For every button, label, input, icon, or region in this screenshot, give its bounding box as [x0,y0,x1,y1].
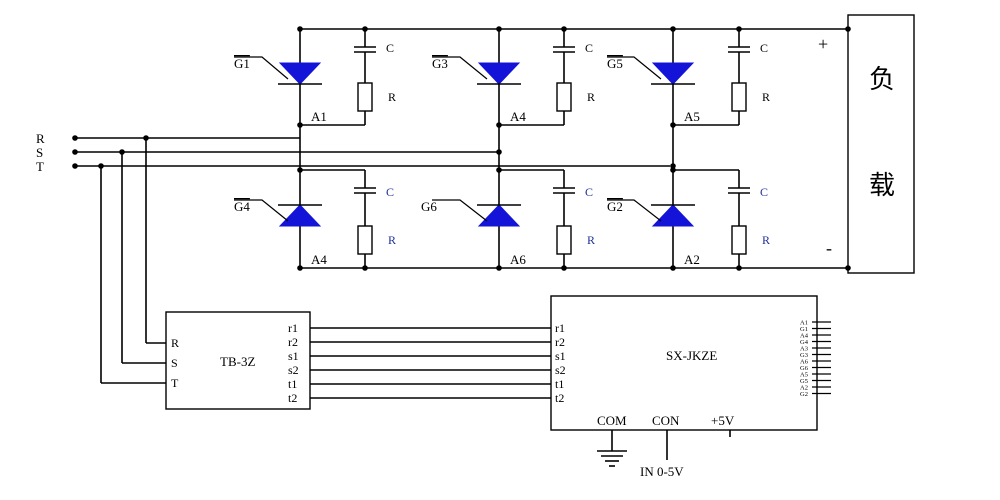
resistor-symbol [357,225,373,255]
controller-pin-r2: r2 [555,335,565,349]
thyristor-cell-g1: G1 C R A1 [234,26,396,166]
tb3z-pin-r2: r2 [288,335,298,349]
controller-out-A4: A4 [800,333,809,340]
thyristor-symbol [651,204,695,227]
gate-label-g1: G1 [234,56,250,71]
tb3z-pin-t: T [171,376,179,390]
thyristor-cell-g5: G5 C R A5 [607,26,770,268]
resistor-label: R [388,233,396,247]
resistor-label: R [762,90,770,104]
controller-title: SX-JKZE [666,348,717,363]
controller-pin-s1: s1 [555,349,566,363]
plus5v-label: +5V [711,413,735,428]
thyristor-symbol [278,62,322,85]
gate-label-g5: G5 [607,56,623,71]
gate-label-g4: G4 [234,199,250,214]
resistor-symbol [357,82,373,112]
controller-pin-r1: r1 [555,321,565,335]
tb3z-pin-r1: r1 [288,321,298,335]
phase-label-r: R [36,131,45,146]
load-box [847,14,915,274]
anode-label-a4-top: A4 [510,109,526,124]
thyristor-cell-g4: G4 C R A4 [234,166,396,271]
signal-bus [310,327,551,399]
plus-sign: + [818,34,828,54]
controller-out-G5: G5 [800,378,808,385]
thyristor-symbol [651,62,695,85]
resistor-symbol [556,225,572,255]
anode-label-a2: A2 [684,252,700,267]
tb3z-pin-s2: s2 [288,363,299,377]
terminal-dot [72,135,78,141]
controller-pin-t2: t2 [555,391,564,405]
resistor-label: R [587,90,595,104]
gate-label-g6: G6 [421,199,437,214]
resistor-label: R [587,233,595,247]
controller-out-G4: G4 [800,339,809,346]
controller-pin-t1: t1 [555,377,564,391]
thyristor-symbol [477,204,521,227]
capacitor-label: C [585,185,593,199]
gate-label-g3: G3 [432,56,448,71]
com-label: COM [597,413,627,428]
capacitor-label: C [386,41,394,55]
capacitor-label: C [760,185,768,199]
tb3z-pin-r: R [171,336,179,350]
controller-out-A1: A1 [800,320,808,327]
thyristor-symbol [477,62,521,85]
resistor-label: R [762,233,770,247]
gate-label-g2: G2 [607,199,623,214]
controller-out-A3: A3 [800,346,808,353]
terminal-dot [72,149,78,155]
input-note: IN 0-5V [640,464,684,479]
phase-label-t: T [36,159,44,174]
junction-dot [98,163,104,169]
controller-out-A5: A5 [800,372,808,379]
phase-label-s: S [36,145,43,160]
controller-pin-s2: s2 [555,363,566,377]
thyristor-symbol [278,204,322,227]
controller-out-G6: G6 [800,365,809,372]
anode-label-a4-bottom: A4 [311,252,327,267]
tb3z-pin-s1: s1 [288,349,299,363]
resistor-symbol [556,82,572,112]
controller-out-A2: A2 [800,385,808,392]
thyristor-cell-g3: G3 C R A4 [432,26,595,268]
load-label-2: 载 [869,171,895,200]
con-label: CON [652,413,680,428]
tb3z-pin-t1: t1 [288,377,297,391]
ground-icon [597,450,627,467]
tb3z-pin-t2: t2 [288,391,297,405]
controller-box [550,295,818,431]
controller-out-A6: A6 [800,359,809,366]
junction-dot [119,149,125,155]
resistor-symbol [731,225,747,255]
tb3z-title: TB-3Z [220,354,255,369]
anode-label-a1: A1 [311,109,327,124]
junction-dot [143,135,149,141]
minus-sign: - [826,238,832,258]
terminal-dot [72,163,78,169]
thyristor-cell-g2: G2 C R A2 [607,163,770,271]
resistor-symbol [731,82,747,112]
load-label-1: 负 [869,65,895,94]
capacitor-label: C [386,185,394,199]
capacitor-label: C [585,41,593,55]
tb3z-box [165,311,311,410]
anode-label-a6: A6 [510,252,526,267]
controller-out-G2: G2 [800,391,808,398]
controller-out-G3: G3 [800,352,808,359]
anode-label-a5: A5 [684,109,700,124]
resistor-label: R [388,90,396,104]
controller-out-G1: G1 [800,326,808,333]
capacitor-label: C [760,41,768,55]
tb3z-pin-s: S [171,356,178,370]
thyristor-cell-g6: G6 C R A6 [421,149,595,271]
